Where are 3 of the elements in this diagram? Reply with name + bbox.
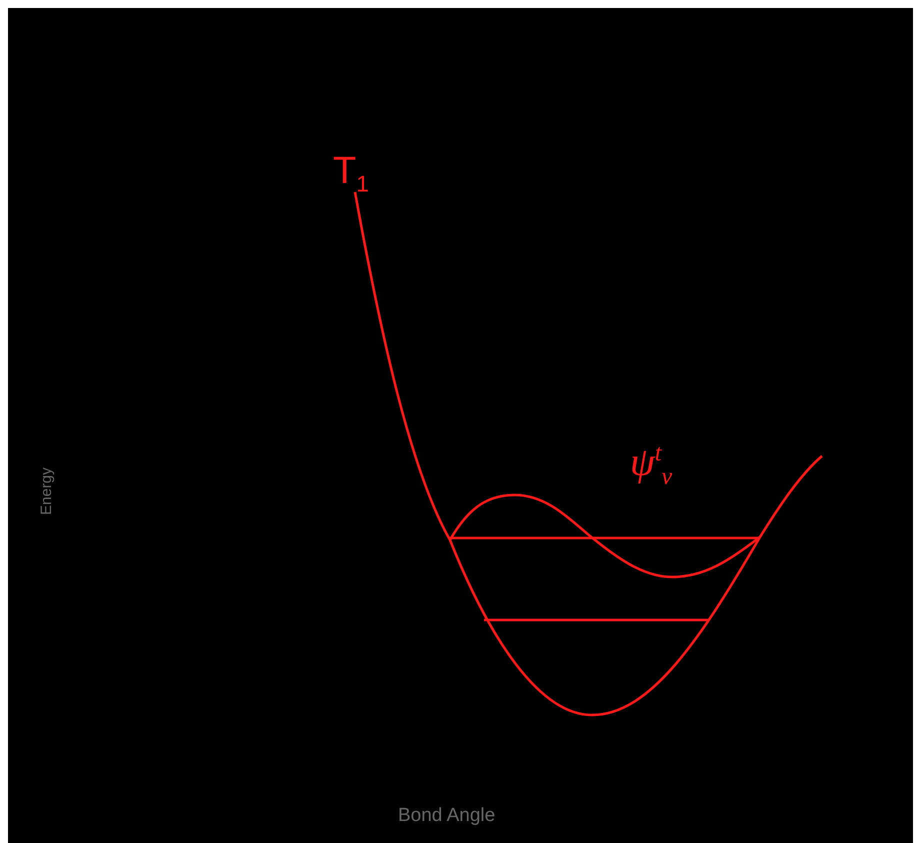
- axis-title: Bond Angle: [398, 805, 496, 827]
- axis-title: Energy: [38, 467, 55, 515]
- state-label: T$_{1}$: [333, 150, 369, 198]
